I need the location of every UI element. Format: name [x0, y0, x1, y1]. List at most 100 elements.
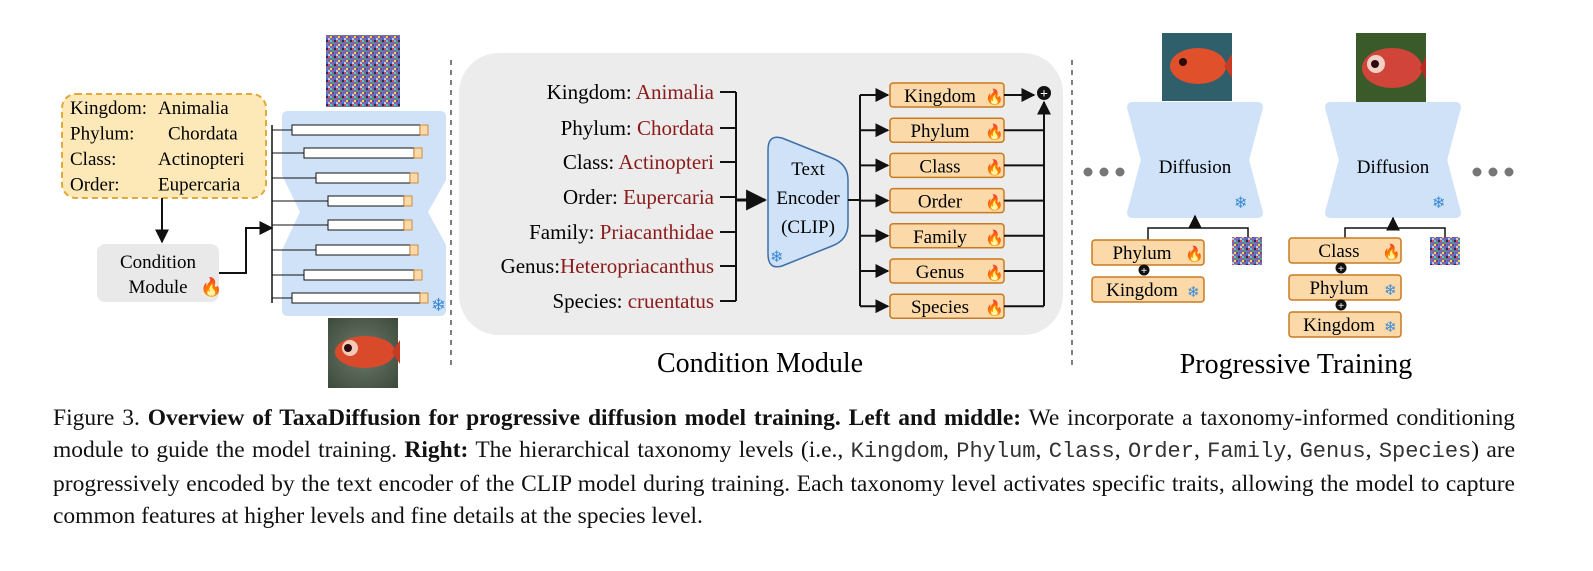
unet-layers: [271, 124, 429, 304]
stack-token-label: Phylum: [1309, 278, 1368, 299]
flame-icon: 🔥: [985, 88, 1004, 106]
mid-taxon: Genus:Heteropriacanthus: [501, 254, 714, 278]
ellipsis-right: [1472, 167, 1514, 177]
frozen-snowflake-icon: ❄: [1187, 285, 1200, 301]
caption-bold-2: Right:: [404, 437, 469, 463]
figure-caption: Figure 3. Overview of TaxaDiffusion for …: [53, 405, 1516, 529]
flame-icon: 🔥: [985, 194, 1004, 212]
fish-image-2: [1356, 33, 1426, 103]
frozen-snowflake-icon: ❄: [431, 295, 446, 315]
caption-text-1: We incorporate a taxonomy-informed condi…: [53, 405, 1516, 463]
unet-trainable-flag: [419, 124, 429, 136]
flame-icon: 🔥: [200, 276, 222, 297]
flame-icon: 🔥: [1382, 243, 1401, 261]
flame-icon: 🔥: [985, 299, 1004, 317]
caption-code-order: Order: [1127, 439, 1194, 464]
section-title-progressive: Progressive Training: [1180, 349, 1413, 380]
svg-text:+: +: [1338, 263, 1344, 275]
svg-text:+: +: [1040, 87, 1048, 102]
caption-fig-label: Figure 3.: [53, 405, 140, 431]
left-taxon-rank: Kingdom:: [70, 98, 147, 119]
left-taxon-value: Eupercaria: [158, 175, 241, 196]
level-token-label: Species: [911, 297, 969, 318]
unet-layer-bar: [327, 219, 405, 231]
unet-layer-bar: [303, 147, 415, 159]
noise-thumb-1: [1232, 237, 1262, 265]
level-token-label: Class: [919, 156, 960, 177]
unet-layer-bar: [315, 244, 411, 256]
stack-token-label: Class: [1318, 241, 1359, 262]
mid-taxon: Kingdom: Animalia: [547, 80, 715, 104]
level-token-label: Kingdom: [904, 86, 976, 107]
caption-code-class: Class: [1048, 439, 1115, 464]
progressive-stacks: Phylum🔥+Kingdom❄Class🔥+Phylum❄+Kingdom❄: [1091, 237, 1402, 338]
svg-text:+: +: [1141, 265, 1147, 277]
level-token-label: Genus: [916, 262, 965, 283]
diffusion-block-1: [1127, 102, 1263, 218]
diffusion-frozen-icon-2: ❄: [1432, 195, 1445, 212]
unet-trainable-flag: [409, 244, 419, 256]
svg-text:+: +: [1338, 300, 1344, 312]
caption-code-species: Species: [1378, 439, 1472, 464]
frozen-snowflake-icon: ❄: [1384, 320, 1397, 336]
left-taxon-value: Animalia: [158, 98, 229, 119]
caption-text-3: ) are progressively encoded by the text …: [53, 437, 1516, 529]
unet-layer-bar: [291, 292, 421, 304]
level-token-label: Phylum: [910, 121, 969, 142]
mid-taxon: Order: Eupercaria: [563, 185, 715, 209]
unet-trainable-flag: [413, 147, 423, 159]
left-taxon-rank: Class:: [70, 149, 116, 170]
level-token-label: Order: [918, 192, 963, 213]
stack-token-label: Kingdom: [1303, 315, 1375, 336]
taxa-connectors: [720, 91, 768, 302]
module-to-unet-arrow: [219, 221, 274, 274]
unet-trainable-flag: [409, 172, 419, 184]
diffusion-block-2: [1325, 102, 1461, 218]
frozen-snowflake-icon: ❄: [1384, 283, 1397, 299]
fish-image-1: [1162, 33, 1232, 101]
stack-token-box: [1288, 274, 1402, 301]
unet-layer-bar: [327, 195, 405, 207]
unet-trainable-flag: [413, 269, 423, 281]
left-taxon-value: Actinopteri: [158, 149, 245, 170]
taxa-box: [61, 93, 267, 199]
figure-diagram: Kingdom:AnimaliaPhylum:ChordataClass:Act…: [61, 33, 1514, 388]
ellipsis-left: [1083, 167, 1125, 177]
flame-icon: 🔥: [985, 229, 1004, 247]
left-taxon-rank: Phylum:: [70, 124, 134, 145]
flame-icon: 🔥: [1185, 245, 1204, 263]
unet-layer-bar: [315, 172, 411, 184]
stack-token-box: [1288, 311, 1402, 338]
stack-token-box: [1288, 237, 1402, 264]
diffusion-frozen-icon-1: ❄: [1234, 195, 1247, 212]
mid-taxon: Species: cruentatus: [552, 289, 714, 313]
stack-token-box: [1091, 276, 1205, 303]
caption-code-phylum: Phylum: [956, 439, 1036, 464]
left-taxon-rank: Order:: [70, 175, 120, 196]
level-token-label: Family: [913, 227, 967, 248]
flame-icon: 🔥: [985, 158, 1004, 176]
flame-icon: 🔥: [985, 264, 1004, 282]
caption-code-family: Family: [1207, 439, 1287, 464]
text-encoder-block: [767, 136, 849, 268]
encoder-label-3: (CLIP): [781, 217, 835, 238]
sum-node-icon: [1037, 86, 1051, 100]
unet-shape: [282, 111, 446, 316]
encoder-label-1: Text: [791, 159, 825, 180]
unet-layer-bar: [291, 124, 421, 136]
encoder-frozen-icon: ❄: [770, 249, 783, 266]
unet-trainable-flag: [403, 219, 413, 231]
mid-taxon: Family: Priacanthidae: [529, 220, 714, 244]
unet-trainable-flag: [419, 292, 429, 304]
caption-code-kingdom: Kingdom: [850, 439, 944, 464]
unet-trainable-flag: [403, 195, 413, 207]
flame-icon: 🔥: [985, 123, 1004, 141]
caption-code-genus: Genus: [1299, 439, 1366, 464]
left-taxa-list: Kingdom:AnimaliaPhylum:ChordataClass:Act…: [70, 98, 245, 196]
caption-text-2: The hierarchical taxonomy levels (i.e.,: [475, 437, 844, 463]
diffusion-label-1: Diffusion: [1159, 157, 1232, 178]
condition-module-box: [97, 244, 219, 302]
stack-token-box: [1091, 239, 1205, 266]
caption-bold-1: Overview of TaxaDiffusion for progressiv…: [147, 405, 1022, 431]
stack-token-label: Kingdom: [1106, 280, 1178, 301]
